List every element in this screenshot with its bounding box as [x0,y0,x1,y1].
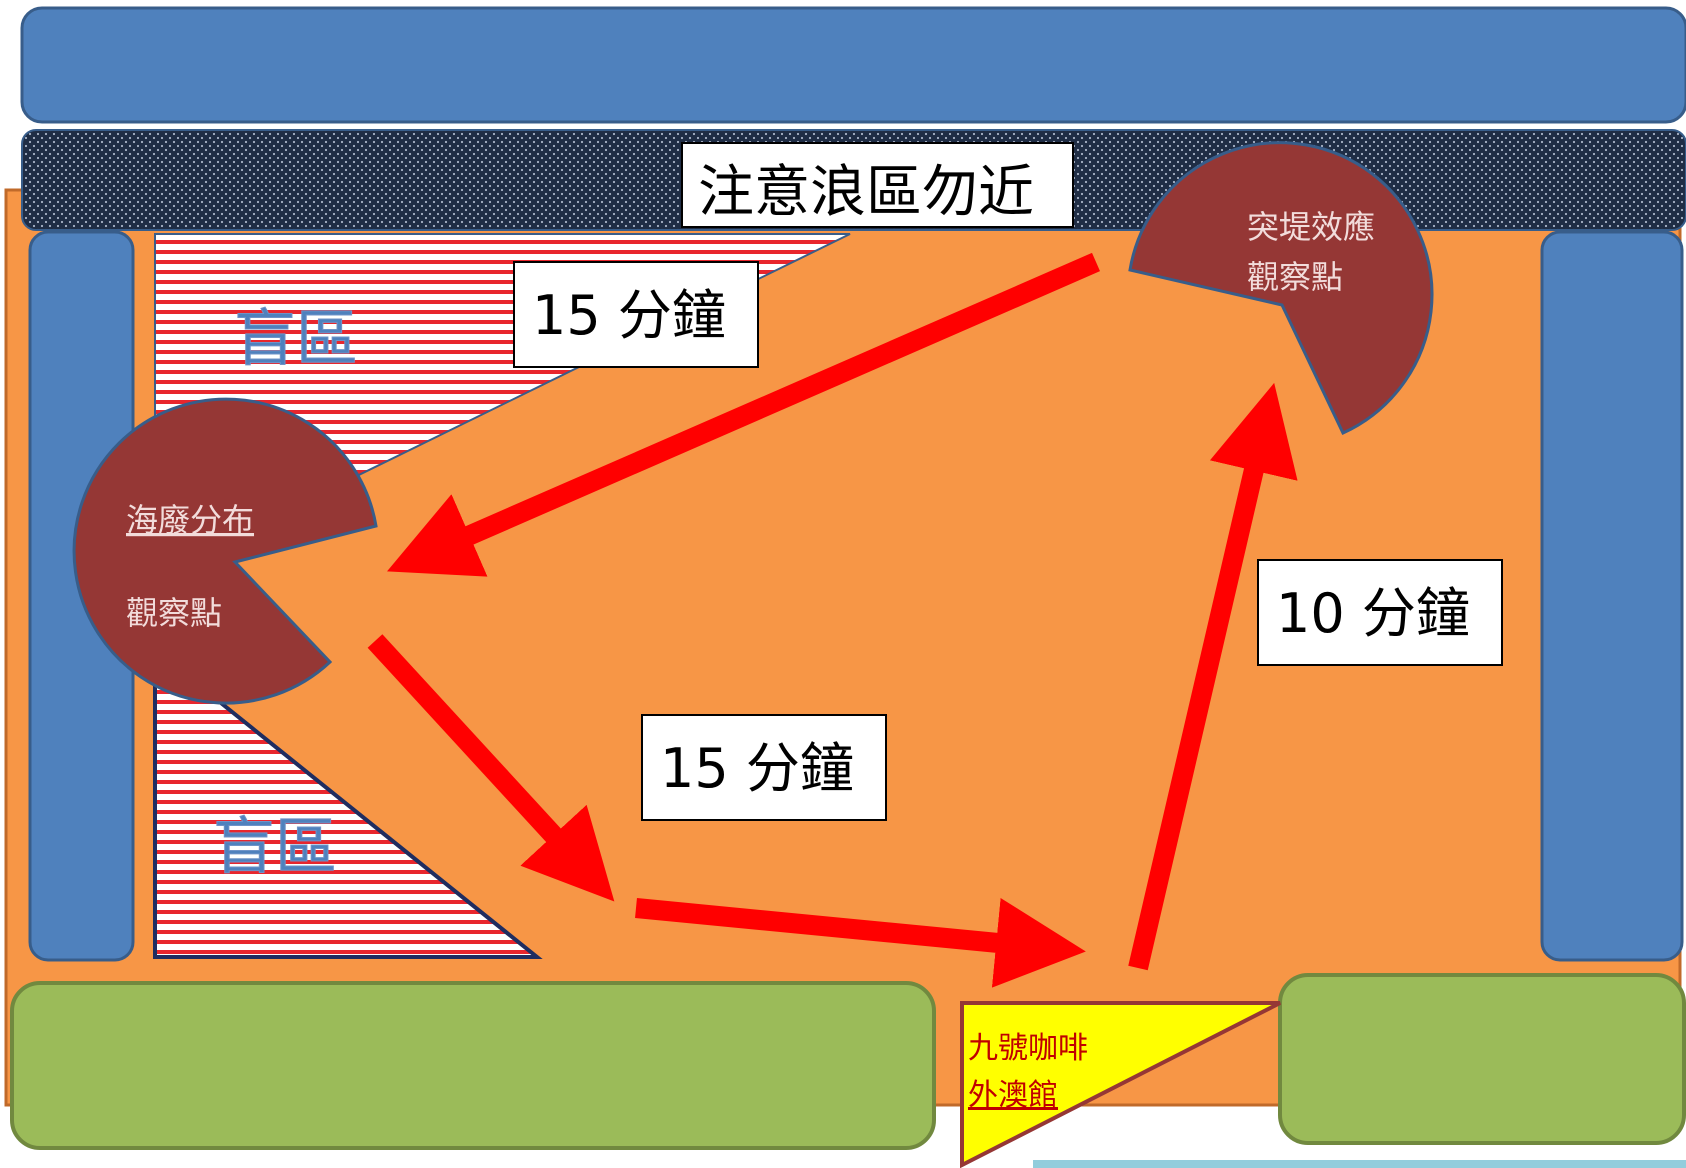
jetty-effect-observation-point [1128,141,1434,435]
marine-debris-label-line2: 觀察點 [126,594,222,632]
time-label-right: 10 分鐘 [1276,582,1470,645]
time-box-top [513,261,759,368]
bottom-strip [1033,1160,1686,1168]
route-arrow-cafe-to-jetty [1128,382,1298,971]
time-box-middle [641,714,887,821]
warning-label: 注意浪區勿近 [698,160,1034,225]
route-arrow-jetty-to-debris [387,252,1100,577]
warning-box [681,142,1074,228]
land-block-left [10,981,936,1150]
cafe-label-line1: 九號咖啡 [968,1031,1088,1066]
jetty-effect-label-line2: 觀察點 [1247,258,1343,296]
route-arrow-beach-to-cafe [635,898,1086,988]
route-arrow-debris-to-beach [367,634,615,902]
right-sea-bar [1540,230,1684,962]
cafe-marker [960,1001,1281,1168]
blind-zone-bottom [153,645,543,959]
marine-debris-label-line1: 海廢分布 [126,501,254,539]
jetty-effect-label-line1: 突堤效應 [1247,208,1375,246]
blind-zone-top-label: 盲區 [234,302,358,375]
marine-debris-observation-point [72,397,378,705]
cafe-label-line2: 外澳館 [968,1078,1058,1113]
time-label-top: 15 分鐘 [532,284,726,347]
land-block-right [1278,973,1686,1145]
time-label-middle: 15 分鐘 [660,737,854,800]
sea-band [20,6,1686,124]
blind-zone-bottom-label: 盲區 [213,810,337,883]
time-box-right [1257,559,1503,666]
